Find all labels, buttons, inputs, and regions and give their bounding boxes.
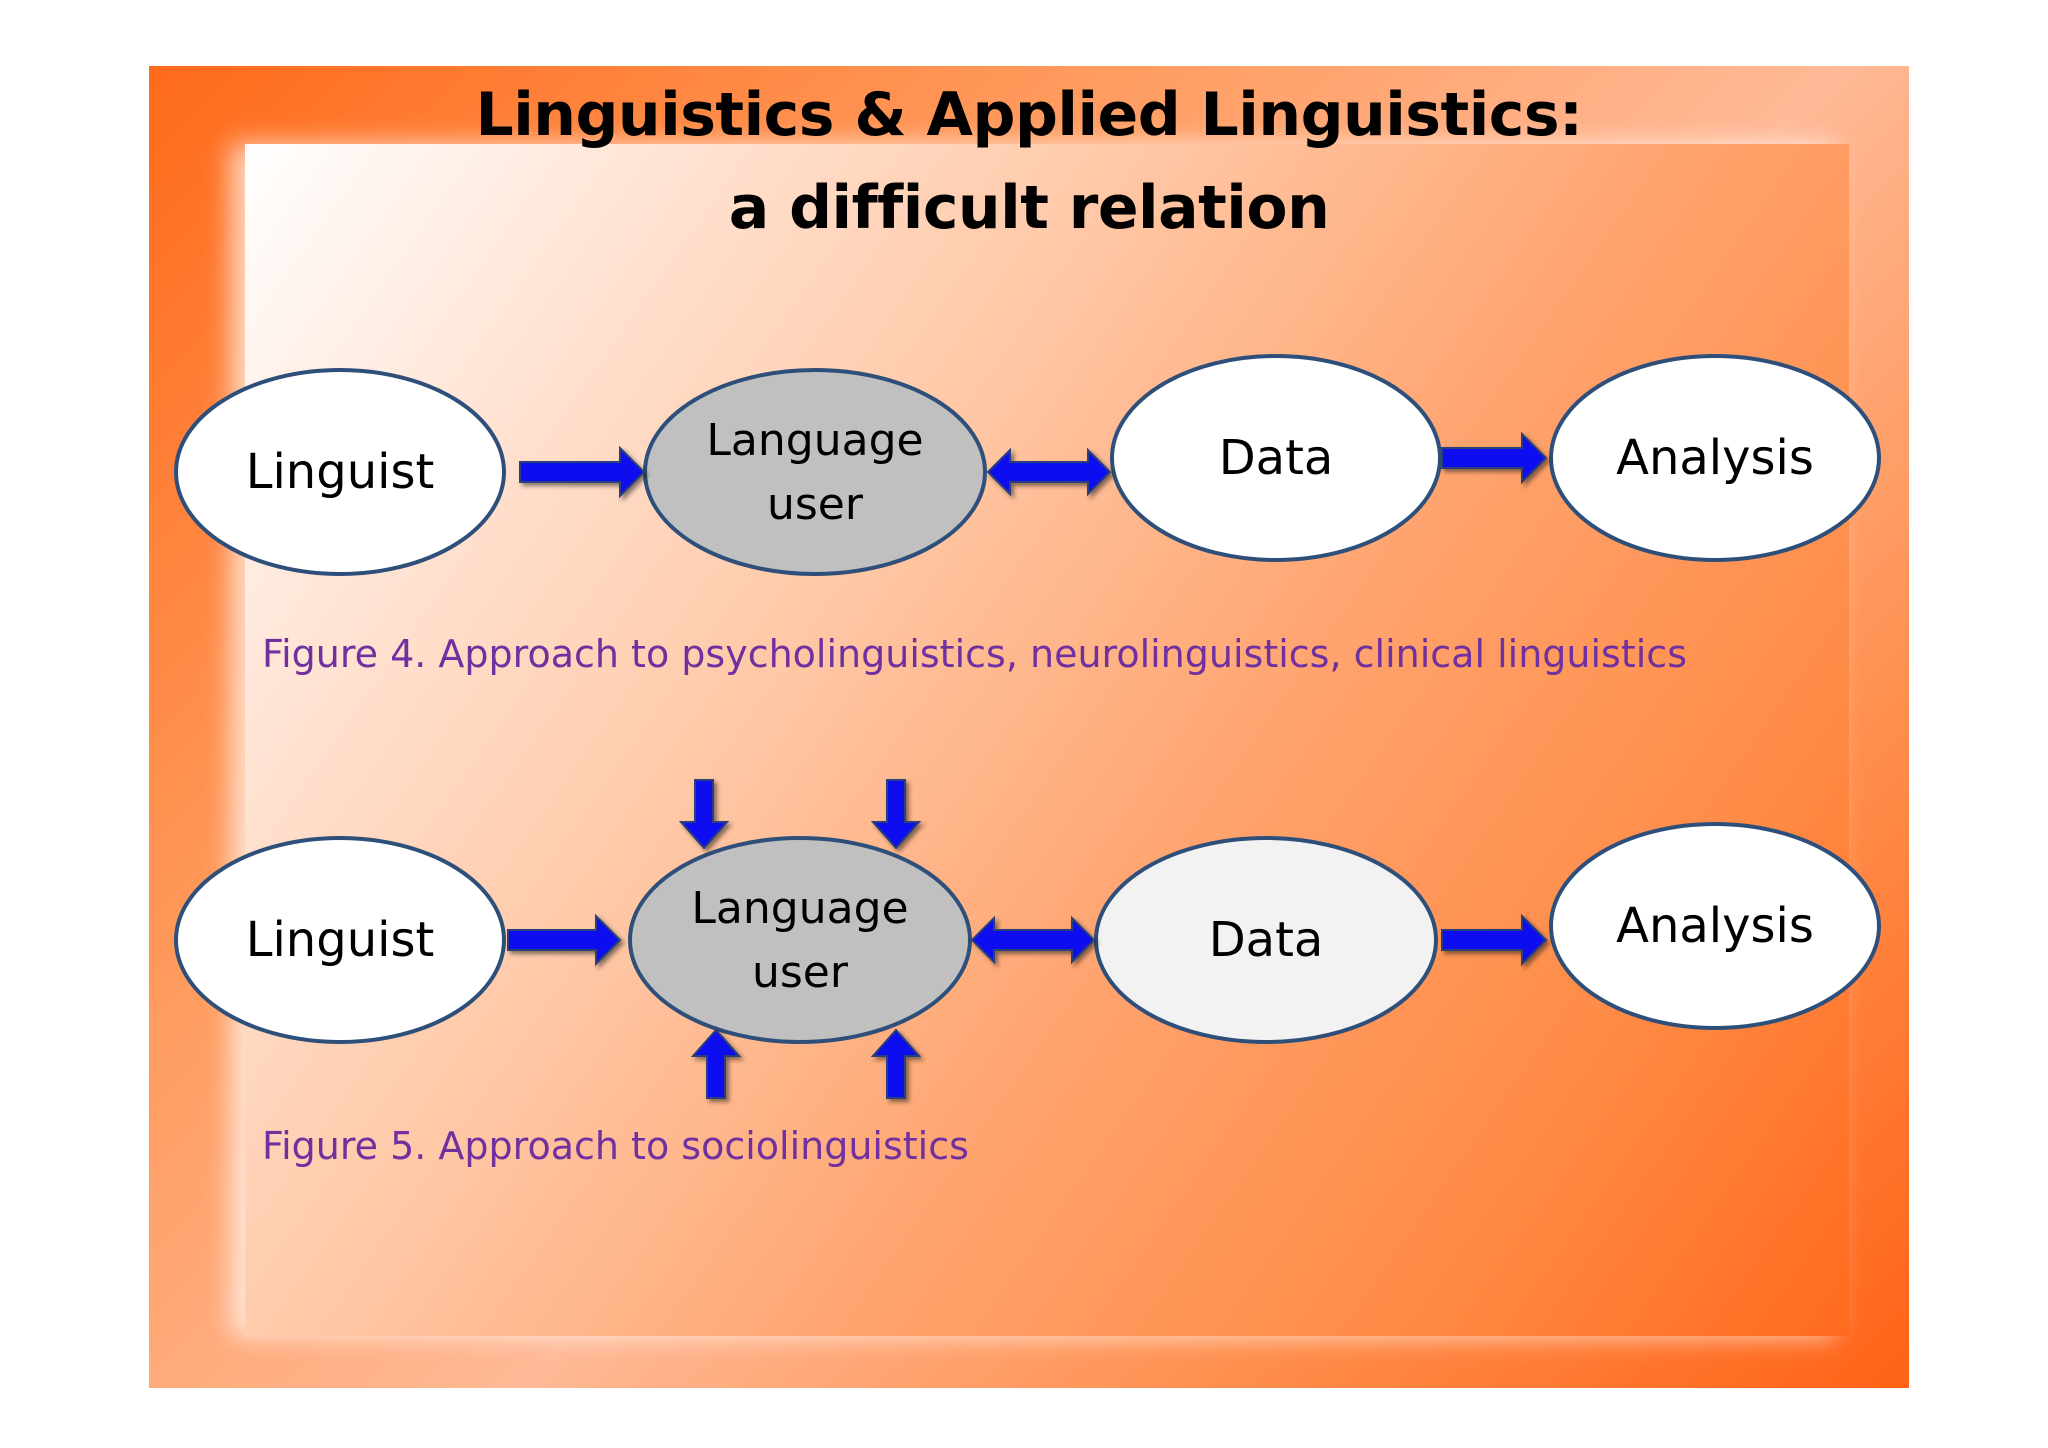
label-linguist-fig5: Linguist	[245, 912, 435, 968]
label-language-user-line2-fig5: user	[752, 947, 848, 998]
node-data-fig5	[1094, 836, 1438, 1044]
label-language-user-fig4: Language user	[645, 409, 985, 537]
label-language-user-line1-fig4: Language	[706, 415, 924, 466]
slide-title-line-1: Linguistics & Applied Linguistics:	[475, 80, 1583, 150]
double-arrow-user-data-fig5	[970, 915, 1096, 965]
node-data-fig4	[1110, 354, 1442, 562]
influence-arrow-bottom-right	[870, 1028, 922, 1099]
figure-5	[174, 779, 1881, 1099]
arrow-data-to-analysis-fig5	[1441, 913, 1548, 967]
slide-title-line-2: a difficult relation	[728, 173, 1330, 243]
node-linguist-fig4	[174, 368, 506, 576]
label-linguist-fig4: Linguist	[245, 444, 435, 500]
influence-arrow-top-left	[678, 779, 730, 850]
node-analysis-fig4	[1549, 354, 1881, 562]
label-analysis-fig4: Analysis	[1616, 430, 1814, 486]
label-data-fig5: Data	[1208, 912, 1324, 968]
node-language-user-fig5	[628, 836, 972, 1044]
slide-background	[149, 66, 1909, 1388]
label-language-user-line2-fig4: user	[767, 479, 863, 530]
double-arrow-user-data-fig4	[986, 447, 1112, 497]
slide-inner-panel	[245, 144, 1849, 1336]
label-analysis-fig5: Analysis	[1616, 898, 1814, 954]
label-language-user-line1-fig5: Language	[691, 883, 909, 934]
arrow-data-to-analysis-fig4	[1441, 431, 1548, 485]
node-analysis-fig5	[1549, 822, 1881, 1030]
label-language-user-fig5: Language user	[630, 877, 970, 1005]
influence-arrow-top-right	[870, 779, 922, 850]
arrow-linguist-to-user-fig5	[507, 913, 622, 967]
figure-4	[174, 354, 1881, 576]
caption-figure-4: Figure 4. Approach to psycholinguistics,…	[262, 632, 1687, 676]
label-data-fig4: Data	[1218, 430, 1334, 486]
node-linguist-fig5	[174, 836, 506, 1044]
arrow-linguist-to-user-fig4	[519, 445, 646, 499]
caption-figure-5: Figure 5. Approach to sociolinguistics	[262, 1124, 969, 1168]
influence-arrow-bottom-left	[690, 1028, 742, 1099]
